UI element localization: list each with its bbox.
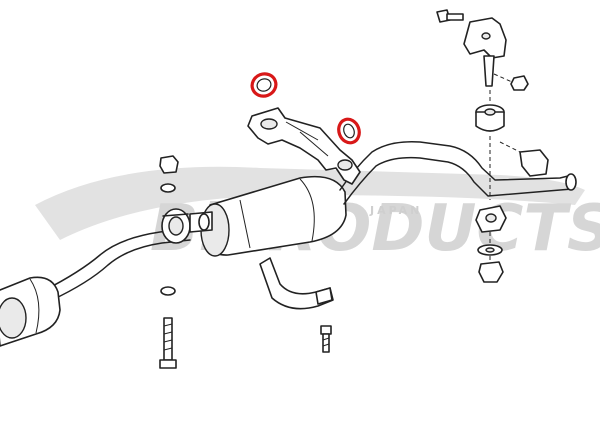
- front-flange: [161, 208, 191, 244]
- hanger-rod: [483, 55, 495, 87]
- tail-pipe: [339, 140, 577, 205]
- muffler-bolt: [320, 325, 332, 353]
- tail-pipe-bracket: [519, 149, 549, 177]
- left-bolt-stack: [159, 155, 179, 369]
- rear-hanger-assembly: [436, 9, 549, 283]
- left-nut: [159, 155, 179, 174]
- exhaust-gasket-front: [250, 72, 278, 98]
- main-muffler: [189, 175, 347, 257]
- exhaust-gasket-rear: [337, 117, 361, 145]
- hanger-nut: [510, 75, 529, 91]
- u-clamp-strap: [259, 257, 334, 310]
- rear-nut: [478, 261, 504, 283]
- left-washer-top: [160, 183, 176, 193]
- hanger-bolt-shank: [446, 13, 464, 21]
- watermark-sub-text: JAPAN: [369, 204, 422, 217]
- front-pipe: [44, 227, 191, 301]
- mid-hanger-bracket: [247, 107, 361, 185]
- front-muffler: [0, 276, 61, 347]
- rear-bushing-upper: [475, 111, 505, 132]
- left-washer-bottom: [160, 286, 176, 296]
